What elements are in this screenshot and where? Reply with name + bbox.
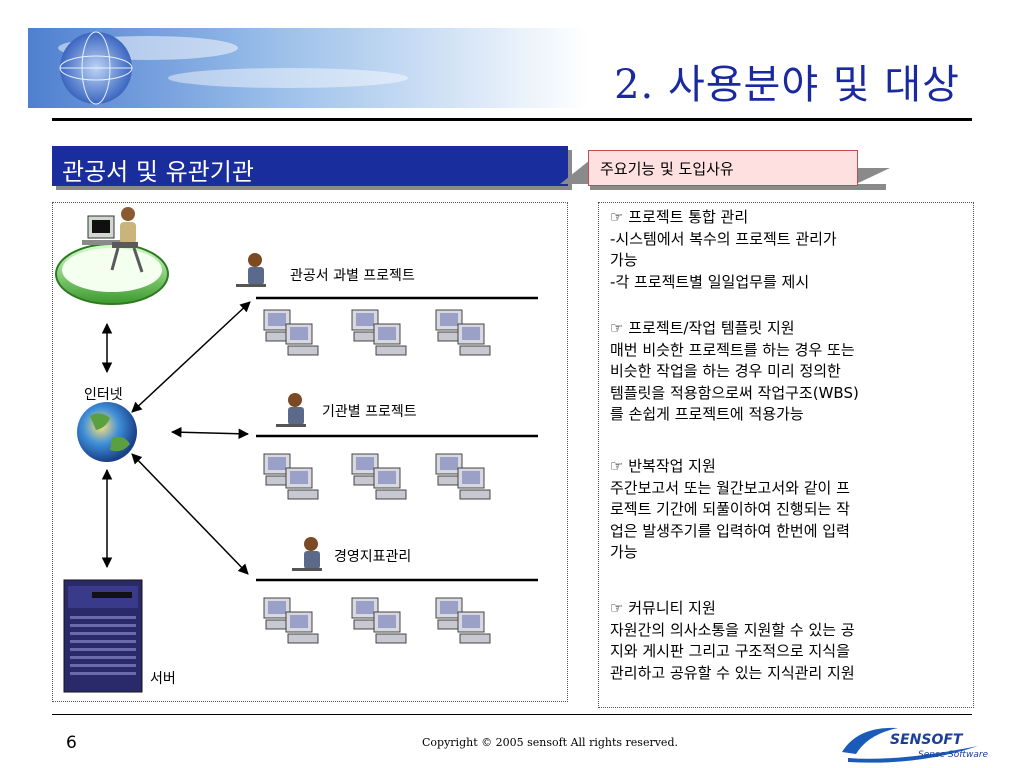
group-label-management: 경영지표관리 [334, 549, 412, 565]
feature-title: ☞ 커뮤니티 지원 [610, 599, 716, 617]
feature-text-panel [598, 202, 974, 708]
feature-item-template: ☞ 프로젝트/작업 템플릿 지원 매번 비슷한 프로젝트를 하는 경우 또는 비… [610, 318, 966, 426]
computer-icon [351, 309, 407, 356]
computer-cluster [263, 309, 491, 644]
page-number: 6 [66, 733, 77, 753]
project-manager-icon [292, 537, 322, 571]
internet-globe-icon [77, 402, 137, 462]
computer-icon [435, 453, 491, 500]
feature-item-community: ☞ 커뮤니티 지원 자원간의 의사소통을 지원할 수 있는 공 지와 게시판 그… [610, 598, 966, 684]
feature-item-recurring: ☞ 반복작업 지원 주간보고서 또는 월간보고서와 같이 프 로젝트 기간에 되… [610, 456, 966, 564]
feature-item-integration: ☞ 프로젝트 통합 관리 -시스템에서 복수의 프로젝트 관리가 가능 -각 프… [610, 207, 966, 293]
computer-icon [351, 597, 407, 644]
group-label-agency: 기관별 프로젝트 [322, 404, 417, 420]
section-title-box [52, 146, 568, 186]
title-divider [52, 118, 972, 121]
server-icon [63, 579, 143, 693]
computer-icon [263, 453, 319, 500]
project-manager-icon [236, 253, 266, 287]
logo-tagline: Sense Software [918, 750, 988, 760]
logo-name: SENSOFT [890, 732, 964, 748]
feature-title: ☞ 프로젝트/작업 템플릿 지원 [610, 319, 795, 337]
user-workstation-icon [55, 207, 169, 305]
feature-header-shadow [560, 160, 890, 190]
copyright-text: Copyright © 2005 sensoft All rights rese… [422, 736, 678, 749]
server-label: 서버 [150, 671, 176, 687]
computer-icon [263, 309, 319, 356]
feature-header-label: 주요기능 및 도입사유 [600, 160, 734, 178]
feature-title: ☞ 반복작업 지원 [610, 457, 716, 475]
computer-icon [351, 453, 407, 500]
internet-label: 인터넷 [84, 387, 123, 403]
project-manager-icon [276, 393, 306, 427]
sensoft-logo: SENSOFT Sense Software [842, 727, 988, 763]
computer-icon [435, 309, 491, 356]
header-banner-image [28, 28, 588, 108]
footer-divider [52, 714, 972, 715]
group-label-department: 관공서 과별 프로젝트 [290, 268, 415, 284]
feature-title: ☞ 프로젝트 통합 관리 [610, 208, 749, 226]
computer-icon [263, 597, 319, 644]
feature-header-box [588, 150, 858, 186]
slide-title: 2. 사용분야 및 대상 [614, 62, 960, 108]
computer-icon [435, 597, 491, 644]
network-diagram [55, 207, 538, 693]
section-title: 관공서 및 유관기관 [62, 158, 254, 186]
